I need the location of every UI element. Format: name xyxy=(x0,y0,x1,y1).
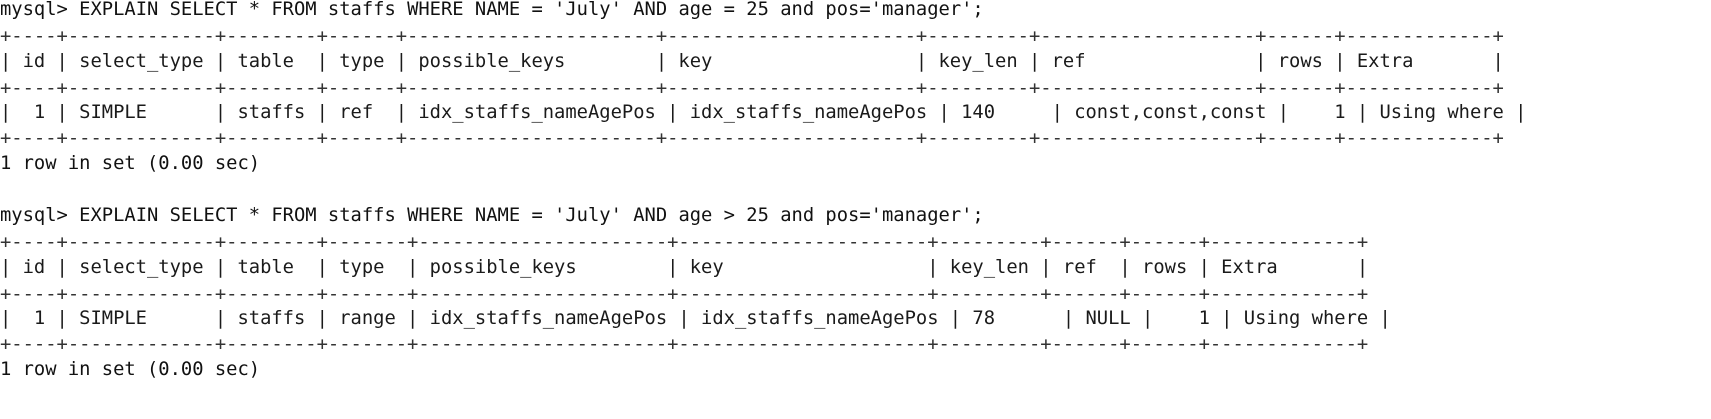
result-summary: 1 row in set (0.00 sec) xyxy=(0,359,261,380)
table-row: | 1 | SIMPLE | staffs | range | idx_staf… xyxy=(0,308,1391,329)
table-border-top: +----+-------------+--------+------+----… xyxy=(0,26,1504,47)
result-summary: 1 row in set (0.00 sec) xyxy=(0,153,261,174)
table-border-mid: +----+-------------+--------+------+----… xyxy=(0,78,1504,99)
table-border-mid: +----+-------------+--------+-------+---… xyxy=(0,284,1369,305)
table-row: | 1 | SIMPLE | staffs | ref | idx_staffs… xyxy=(0,102,1527,123)
table-border-bottom: +----+-------------+--------+-------+---… xyxy=(0,334,1369,355)
sql-query: EXPLAIN SELECT * FROM staffs WHERE NAME … xyxy=(79,205,984,226)
command-line-1: mysql> EXPLAIN SELECT * FROM staffs WHER… xyxy=(0,0,984,20)
command-line-2: mysql> EXPLAIN SELECT * FROM staffs WHER… xyxy=(0,205,984,226)
table-header-row: | id | select_type | table | type | poss… xyxy=(0,51,1504,72)
table-border-top: +----+-------------+--------+-------+---… xyxy=(0,232,1369,253)
mysql-prompt: mysql> xyxy=(0,0,68,20)
table-border-bottom: +----+-------------+--------+------+----… xyxy=(0,128,1504,149)
sql-query: EXPLAIN SELECT * FROM staffs WHERE NAME … xyxy=(79,0,984,20)
mysql-prompt: mysql> xyxy=(0,205,68,226)
table-header-row: | id | select_type | table | type | poss… xyxy=(0,257,1369,278)
